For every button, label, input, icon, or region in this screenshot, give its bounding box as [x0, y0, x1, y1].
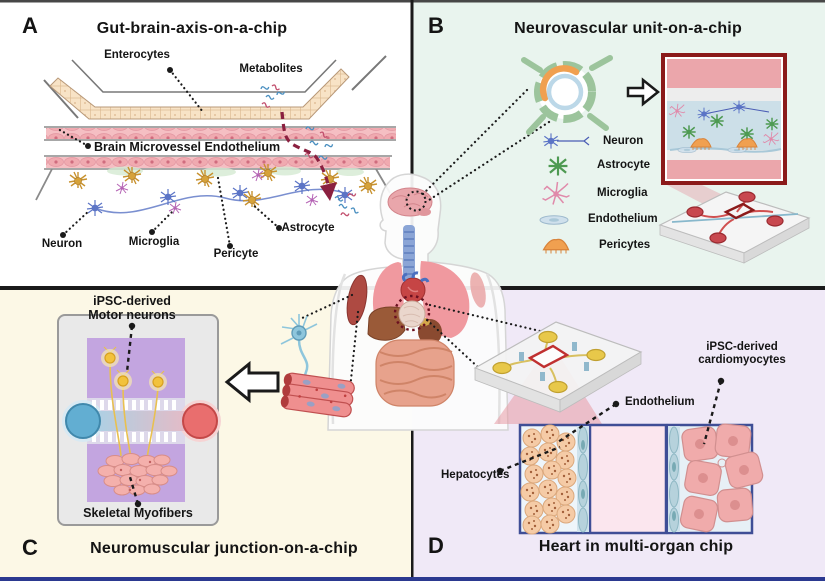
abdomen-focus-circle — [393, 294, 431, 332]
legend-icons — [539, 132, 590, 255]
nmj-chip — [57, 314, 221, 526]
panel-d-label-leaders — [499, 380, 723, 473]
arrow-left-icon — [224, 360, 280, 404]
legend-label-astrocyte: Astrocyte — [597, 159, 651, 171]
divider-vertical-bottom — [411, 430, 414, 577]
panel-d-diagram — [473, 321, 765, 535]
panel-d-title: Heart in multi-organ chip — [538, 538, 734, 555]
neuron-icon — [542, 132, 590, 150]
legend-label-microglia: Microglia — [597, 187, 648, 199]
label-skeletal-myofibers: Skeletal Myofibers — [83, 506, 193, 520]
label-endothelium-d: Endothelium — [625, 396, 695, 408]
label-cardiomyocytes: iPSC-derived cardiomyocytes — [698, 341, 786, 367]
skeletal-myofibers-cluster — [97, 453, 178, 496]
stomach-organ — [398, 300, 426, 328]
neural-layer — [68, 163, 378, 217]
brain-organ — [387, 187, 433, 217]
panel-a-title: Gut-brain-axis-on-a-chip — [96, 20, 288, 37]
astrocyte-icon — [547, 155, 569, 177]
heart-organ — [400, 271, 430, 303]
endothelium-strip-right — [668, 426, 680, 533]
panel-d-letter: D — [428, 533, 444, 558]
human-body-illustration — [327, 173, 509, 431]
label-astrocyte-a: Astrocyte — [281, 222, 335, 234]
enterocyte-layer — [49, 68, 350, 120]
endothelium-icon — [539, 215, 569, 225]
chip-outlet-red — [182, 403, 218, 439]
panel-c-diagram — [57, 314, 355, 526]
panel-a-background — [0, 0, 412, 288]
motor-neurons — [101, 346, 167, 459]
body-connector-lines — [298, 88, 551, 391]
label-cardiomyocytes-line1: iPSC-derived — [706, 341, 778, 353]
panel-b-title: Neurovascular unit-on-a-chip — [514, 20, 742, 37]
label-metabolites: Metabolites — [239, 63, 303, 75]
metabolite-flux-arrow — [280, 111, 337, 201]
gut-channel-outline — [71, 59, 337, 93]
chip-window — [723, 202, 756, 220]
trachea-organ — [403, 225, 415, 283]
label-motor-neurons-line1: iPSC-derived — [93, 294, 171, 308]
inset-cells — [668, 100, 782, 154]
nvu-chip — [658, 191, 811, 264]
panel-b-letter: B — [428, 13, 444, 38]
label-cardiomyocytes-line2: cardiomyocytes — [698, 353, 786, 366]
nvu-inset-box — [661, 53, 787, 217]
bicep-muscle-organ — [346, 274, 368, 326]
legend-label-neuron: Neuron — [603, 135, 644, 147]
middle-chamber — [588, 423, 668, 535]
label-microglia-a: Microglia — [128, 236, 180, 248]
label-brain-microvessel-endothelium: Brain Microvessel Endothelium — [94, 140, 281, 154]
label-motor-neurons-line2: Motor neurons — [88, 308, 176, 322]
endothelium-band-top — [44, 126, 396, 141]
panel-c-title: Neuromuscular junction-on-a-chip — [90, 540, 358, 557]
cardiomyocytes-cells — [678, 422, 765, 534]
intestines-organ — [375, 339, 455, 407]
bottom-bar — [0, 577, 825, 581]
chip-inlet-blue — [65, 403, 101, 439]
muscle-bundle-illustration — [280, 372, 355, 418]
panel-a-label-leaders — [56, 68, 281, 248]
label-enterocytes: Enterocytes — [104, 49, 170, 61]
chip-window — [527, 344, 570, 369]
divider-vertical-top — [410, 0, 414, 288]
panel-b-diagram — [521, 53, 811, 264]
endothelium-strip-left — [577, 426, 589, 533]
vessel-cross-section — [521, 55, 613, 135]
panel-a-diagram — [35, 55, 396, 249]
panel-c-letter: C — [22, 535, 38, 560]
chamber-panel — [518, 422, 765, 535]
legend-label-pericytes: Pericytes — [599, 239, 651, 251]
label-neuron-a: Neuron — [41, 238, 83, 250]
label-hepatocytes: Hepatocytes — [441, 469, 510, 481]
multi-organ-chip — [473, 321, 643, 424]
label-pericyte-a: Pericyte — [213, 248, 259, 260]
shoulder-muscle-organ — [470, 272, 486, 308]
label-motor-neurons: iPSC-derived Motor neurons — [88, 294, 176, 322]
legend-label-endothelium: Endothelium — [588, 213, 658, 225]
microchannel-teeth — [92, 400, 176, 442]
panel-a-label-dots — [60, 67, 282, 249]
arrow-right-icon — [626, 77, 661, 107]
brain-focus-circle — [405, 190, 427, 212]
panel-a-letter: A — [22, 13, 38, 38]
